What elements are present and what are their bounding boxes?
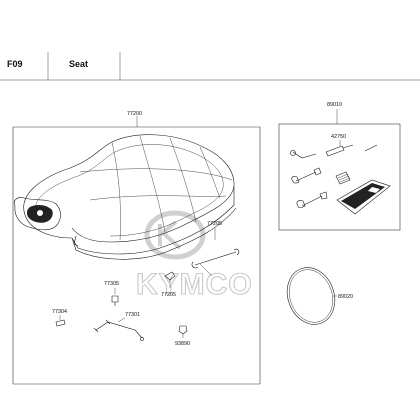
spanner-head bbox=[291, 176, 300, 184]
screwdriver-shaft bbox=[342, 144, 354, 149]
part-77205-upper: 77205 bbox=[191, 221, 240, 277]
part-93890: 93890 bbox=[175, 325, 190, 347]
seat-top-outline bbox=[23, 134, 235, 243]
part-77205-lower: 77205 bbox=[161, 271, 176, 298]
hex-key-eye bbox=[290, 150, 296, 156]
part-77304: 77304 bbox=[52, 309, 67, 327]
tool-pouch-flap bbox=[368, 187, 380, 193]
part-number-tool-kit: 89010 bbox=[327, 102, 342, 108]
header: F09 Seat bbox=[0, 52, 420, 81]
seat-cable bbox=[95, 321, 143, 339]
seat-rear-bracket bbox=[13, 197, 61, 231]
spanner bbox=[295, 171, 317, 182]
striker-hole bbox=[37, 210, 43, 216]
seat-seam bbox=[139, 135, 166, 233]
seat-stitch bbox=[34, 144, 224, 237]
socket-knurl bbox=[337, 173, 351, 183]
tool-band-ring-inner bbox=[288, 269, 334, 323]
rubber-piece bbox=[55, 319, 66, 327]
cable-end bbox=[93, 319, 111, 333]
part-number-screwdriver: 42750 bbox=[331, 134, 346, 140]
part-77301: 77301 bbox=[93, 312, 144, 341]
seat-hinge bbox=[73, 235, 79, 247]
tool-pouch-body bbox=[341, 183, 385, 209]
seat-group-frame bbox=[12, 126, 261, 385]
spanner bbox=[301, 195, 323, 207]
part-number-bolt: 77305 bbox=[104, 281, 119, 287]
cable-end bbox=[140, 337, 144, 341]
part-number-hook-lower: 77205 bbox=[161, 292, 176, 298]
socket-tool bbox=[335, 171, 351, 185]
tool-kit-group: 89010 42750 bbox=[278, 102, 401, 231]
part-number-cable: 77301 bbox=[125, 312, 140, 318]
spring-rod bbox=[194, 251, 237, 266]
screwdriver-handle bbox=[325, 145, 345, 157]
spring-hook bbox=[191, 261, 199, 269]
watermark-text: KYMCO bbox=[136, 268, 253, 301]
leader-line bbox=[199, 263, 213, 277]
hook-bracket bbox=[164, 271, 176, 281]
seat-seam bbox=[111, 141, 121, 241]
part-number-clip: 93890 bbox=[175, 341, 190, 347]
seat-skirt bbox=[24, 186, 235, 255]
spanner-head bbox=[313, 167, 322, 176]
part-number-rubber: 77304 bbox=[52, 309, 67, 315]
clip-shape bbox=[178, 325, 188, 335]
tool-pouch bbox=[336, 179, 391, 215]
leader-line bbox=[117, 317, 126, 323]
spanner-head bbox=[296, 200, 306, 208]
hex-key bbox=[292, 151, 317, 159]
seat-seam bbox=[199, 146, 221, 199]
spanner-head bbox=[319, 191, 328, 200]
screwdriver-bit bbox=[364, 144, 378, 152]
spring-hook bbox=[233, 248, 240, 256]
seat-seam bbox=[79, 168, 233, 181]
part-number-seat: 77200 bbox=[127, 111, 142, 117]
kymco-watermark: KYMCO bbox=[135, 210, 253, 302]
section-title: Seat bbox=[69, 59, 88, 69]
tool-band-ring bbox=[286, 267, 336, 325]
seat-seam bbox=[89, 195, 227, 201]
section-code: F09 bbox=[7, 59, 23, 69]
part-77305: 77305 bbox=[104, 281, 119, 306]
part-number-ring: 89020 bbox=[338, 294, 353, 300]
watermark-k bbox=[158, 220, 182, 250]
seat-illustration bbox=[13, 134, 237, 260]
part-89020: 89020 bbox=[286, 267, 353, 325]
bolt-head bbox=[111, 295, 119, 303]
tool-kit-frame bbox=[278, 123, 401, 231]
part-number-hook-upper: 77205 bbox=[207, 221, 222, 227]
seat-seam bbox=[169, 137, 197, 223]
seat-base bbox=[71, 207, 237, 260]
